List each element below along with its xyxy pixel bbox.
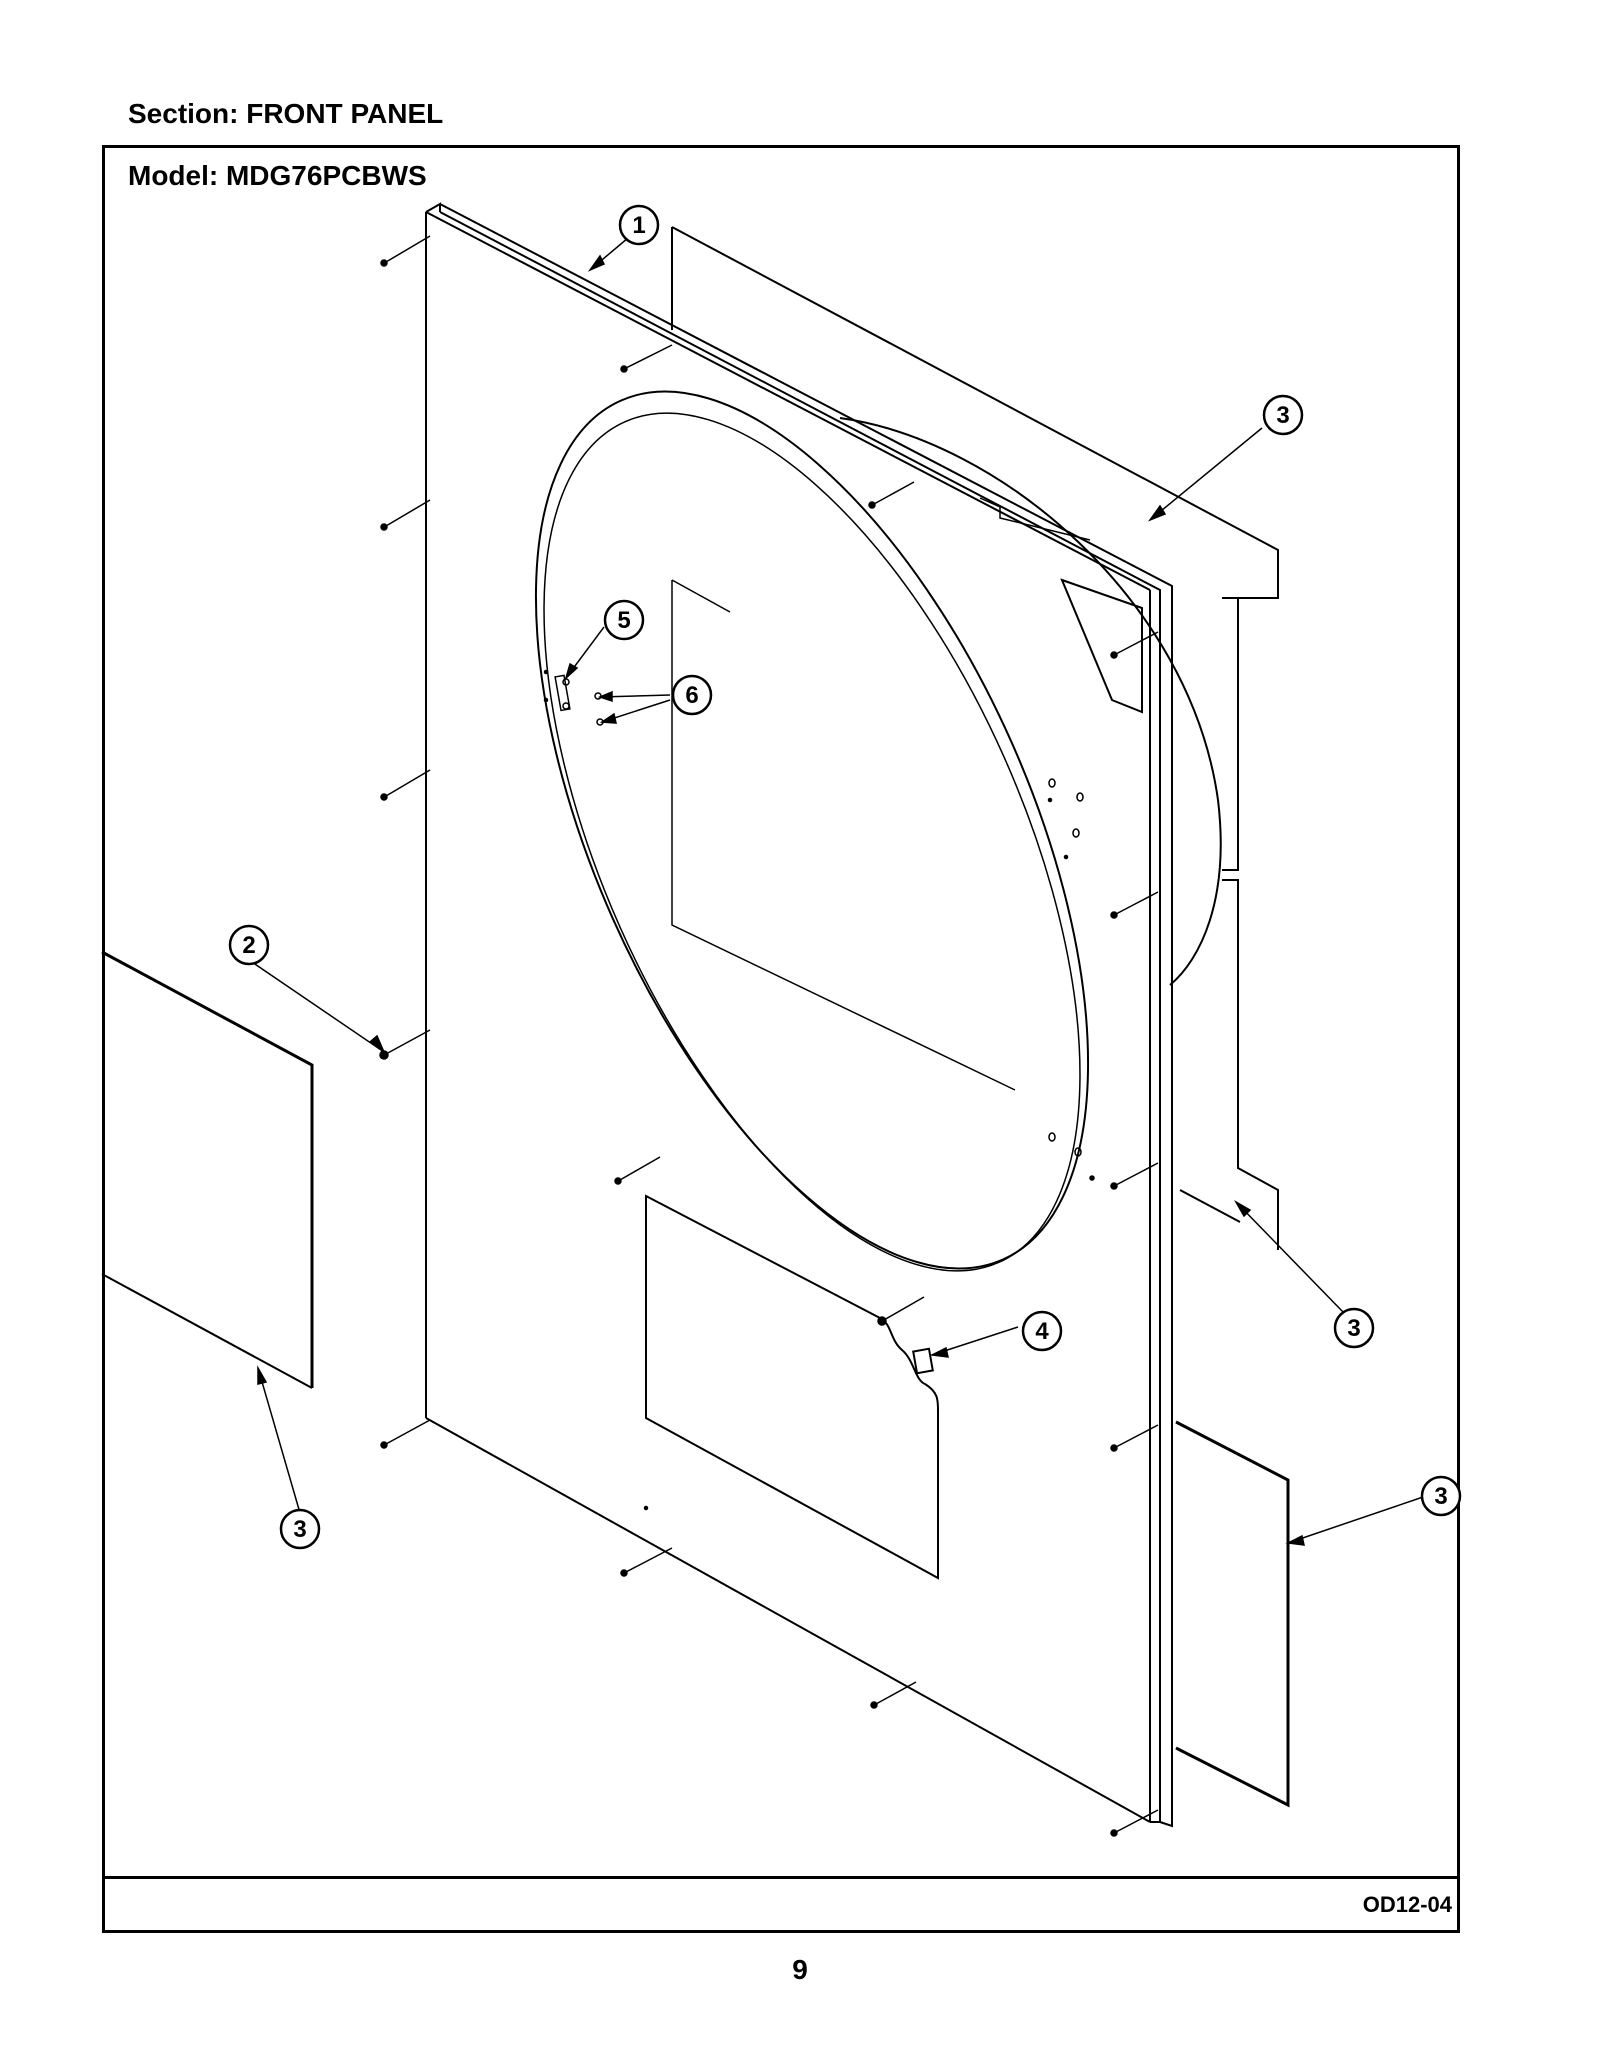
callout-3-middle-right: 3 [1347,1315,1360,1342]
callout-leaders [248,237,1427,1546]
callout-6: 6 [685,682,698,709]
section-title: Section: FRONT PANEL [128,98,444,129]
part-4-tab [912,1347,934,1375]
callout-bubbles [228,204,1462,1550]
front-panel [425,202,1173,1828]
drawing-code: OD12-04 [1362,1892,1452,1917]
rear-insulation-sheet [671,226,1279,1250]
callout-3-upper-right: 3 [1276,402,1289,429]
drawing-frame [102,145,1460,1933]
right-insulation-sheet [1175,1420,1290,1808]
panel-notch [1060,578,1143,714]
page-number: 9 [792,1954,808,1985]
callout-2: 2 [242,932,255,959]
blower-ring-outline [839,417,1222,986]
model-label: Model: MDG76PCBWS [128,160,427,191]
left-insulation-sheet [101,950,314,1389]
callout-3-lower-left: 3 [293,1516,306,1543]
door-opening [534,390,1090,1272]
callout-1: 1 [632,212,645,239]
callout-5: 5 [617,607,630,634]
callout-3-lower-right: 3 [1434,1483,1447,1510]
door-switch-parts [554,674,604,726]
callout-4: 4 [1035,1318,1049,1345]
panel-holes [543,669,1095,1511]
footer-divider [102,1876,1460,1879]
panel-screws [379,235,1159,1837]
